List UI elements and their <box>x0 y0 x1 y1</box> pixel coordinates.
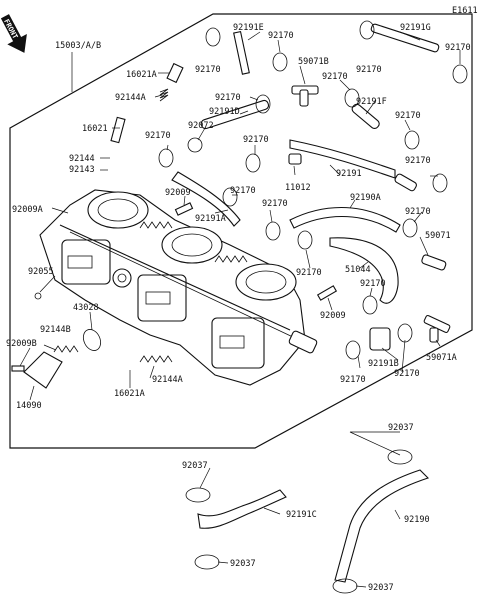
label-92144a-top: 92144A <box>115 93 146 103</box>
label-14090: 14090 <box>16 401 42 411</box>
label-92191a: 92191A <box>195 214 226 224</box>
cover-14090 <box>23 351 63 389</box>
label-92191b: 92191B <box>368 359 399 369</box>
label-92144: 92144 <box>69 154 95 164</box>
hose-92191a <box>171 171 241 227</box>
label-92009: 92009 <box>165 188 191 198</box>
fitting-59071a <box>423 314 451 343</box>
label-92170-q: 92170 <box>394 369 420 379</box>
hose-92191b <box>369 327 391 351</box>
label-92170-m: 92170 <box>405 207 431 217</box>
hose-92191e <box>233 30 250 75</box>
label-92143: 92143 <box>69 165 95 175</box>
bolt-92009 <box>174 202 194 216</box>
label-92170-i: 92170 <box>243 135 269 145</box>
spring-92144b <box>53 345 79 353</box>
fitting-59071 <box>421 254 447 271</box>
front-arrow-icon: FRONT <box>0 14 27 53</box>
hose-92191c <box>197 489 287 529</box>
label-11012: 11012 <box>285 183 311 193</box>
label-92191e: 92191E <box>233 23 264 33</box>
label-92144b: 92144B <box>40 325 71 335</box>
label-16021a-top: 16021A <box>126 70 157 80</box>
clamp-92037-b <box>194 554 220 570</box>
hose-short-right <box>394 173 417 192</box>
label-92144a-bottom: 92144A <box>152 375 183 385</box>
label-92170-j: 92170 <box>405 156 431 166</box>
label-43028: 43028 <box>73 303 99 313</box>
page-id: E1611 <box>452 6 478 16</box>
label-92170-o: 92170 <box>360 279 386 289</box>
hose-92191f <box>351 103 380 130</box>
label-92170-p: 92170 <box>340 375 366 385</box>
label-92190a: 92190A <box>350 193 381 203</box>
label-92072: 92072 <box>188 121 214 131</box>
label-16021: 16021 <box>82 124 108 134</box>
label-51044: 51044 <box>345 265 371 275</box>
label-92191d: 92191D <box>209 107 240 117</box>
label-92170-a: 92170 <box>268 31 294 41</box>
label-92037-b: 92037 <box>230 559 256 569</box>
label-59071: 59071 <box>425 231 451 241</box>
spring-92144a-top <box>159 88 169 102</box>
cap-11012 <box>288 153 302 165</box>
gasket-43028 <box>82 329 102 351</box>
label-59071b: 59071B <box>298 57 329 67</box>
hose-92190a <box>289 206 401 233</box>
label-92191f: 92191F <box>356 97 387 107</box>
label-92191c: 92191C <box>286 510 317 520</box>
label-92191: 92191 <box>336 169 362 179</box>
clamp-92037-a <box>185 487 211 503</box>
label-92190: 92190 <box>404 515 430 525</box>
clamp-92072 <box>187 137 203 153</box>
label-92170-k: 92170 <box>230 186 256 196</box>
label-92170-b: 92170 <box>445 43 471 53</box>
part-labels: 92191E 92170 92191G 92170 92170 92170 59… <box>6 23 471 593</box>
label-92191g: 92191G <box>400 23 431 33</box>
hose-51044 <box>329 237 399 304</box>
screw-16021a-top <box>166 62 184 84</box>
label-92055: 92055 <box>28 267 54 277</box>
assembly-ref-label: 15003/A/B <box>55 41 101 51</box>
label-92009b: 92009B <box>6 339 37 349</box>
clamp-92037-c <box>387 449 413 465</box>
hose-92190 <box>334 469 430 583</box>
label-92037-a: 92037 <box>182 461 208 471</box>
screw-16021 <box>110 116 126 144</box>
label-92170-n: 92170 <box>296 268 322 278</box>
oring-92055 <box>34 292 42 300</box>
label-92009-b: 92009 <box>320 311 346 321</box>
label-92037-d: 92037 <box>368 583 394 593</box>
fitting-59071b <box>291 85 319 107</box>
label-92170-f: 92170 <box>215 93 241 103</box>
leader-92190-lower <box>349 431 401 456</box>
label-92170-e: 92170 <box>322 72 348 82</box>
label-16021a-bottom: 16021A <box>114 389 145 399</box>
label-92170-h: 92170 <box>145 131 171 141</box>
assembly-frame <box>9 13 473 449</box>
spring-92144a-bottom <box>139 355 173 363</box>
label-92037-c: 92037 <box>388 423 414 433</box>
label-92009a: 92009A <box>12 205 43 215</box>
screw-92009b <box>11 365 25 372</box>
bolt-92009-right <box>316 285 338 301</box>
label-92170-c: 92170 <box>195 65 221 75</box>
label-92170-g: 92170 <box>395 111 421 121</box>
leader-lines <box>19 31 461 588</box>
carburetor-assembly <box>39 189 318 386</box>
label-59071a: 59071A <box>426 353 457 363</box>
label-92170-d: 92170 <box>356 65 382 75</box>
label-92170-l: 92170 <box>262 199 288 209</box>
hose-92191d <box>200 99 270 130</box>
